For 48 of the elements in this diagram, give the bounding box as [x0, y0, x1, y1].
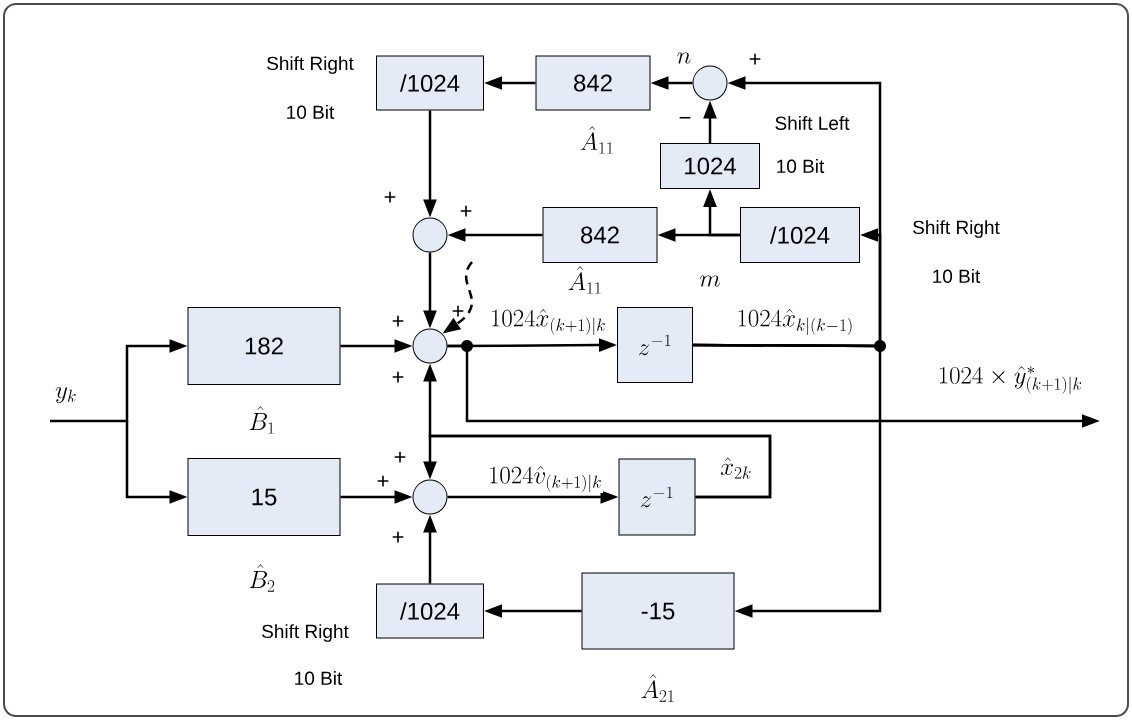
signal-arrow [693, 343, 882, 618]
coefficient-label: $\hat{A}_{11}$ [580, 126, 613, 154]
annotation-text: 10 Bit [287, 105, 335, 119]
sign-label: + [394, 451, 406, 463]
sign-label: + [392, 371, 404, 383]
sign-label: + [392, 531, 404, 543]
annotation-text: Shift Right [913, 220, 1000, 238]
shift-block: /1024 [376, 55, 484, 111]
sign-label: + [392, 315, 404, 327]
coefficient-label: $\hat{B}_{2}$ [249, 564, 275, 592]
signal-arrow [423, 434, 772, 499]
sign-label: + [384, 191, 396, 203]
signal-label: $1024\hat{x}_{(k+1)|k}$ [488, 308, 608, 336]
coefficient-label: $\hat{A}_{21}$ [641, 674, 674, 702]
summing-junction [692, 65, 728, 101]
annotation-text: 10 Bit [295, 671, 343, 685]
coefficient-label: $\hat{B}_{1}$ [249, 406, 274, 434]
gain-block: -15 [581, 572, 735, 650]
shift-block: /1024 [376, 583, 484, 639]
signal-label: $y_{k}$ [54, 386, 78, 404]
gain-block: 15 [187, 458, 341, 536]
annotation-text: 10 Bit [777, 159, 825, 173]
summing-junction [412, 328, 448, 364]
delay-block: $z^{-1}$ [617, 307, 693, 383]
signal-label: $1024\times\hat{y}^{*}_{(k+1)|k}$ [936, 365, 1084, 395]
gain-block: 182 [187, 307, 341, 385]
summing-junction [412, 217, 448, 253]
summing-junction [412, 479, 448, 515]
signal-label: $1024\hat{v}_{(k+1)|k}$ [486, 465, 604, 493]
sign-label: − [679, 116, 691, 119]
signal-label: $\hat{x}_{2k}$ [719, 456, 753, 480]
sign-label: + [749, 53, 761, 65]
sign-label: + [460, 205, 472, 217]
delay-block: $z^{-1}$ [618, 458, 696, 536]
gain-block: 842 [542, 207, 658, 263]
shift-block: 1024 [660, 143, 760, 189]
sign-label: + [452, 305, 464, 317]
annotation-text: 10 Bit [933, 269, 981, 283]
gain-block: 842 [535, 55, 651, 111]
sign-label: + [377, 475, 389, 487]
annotation-text: Shift Right [262, 624, 349, 642]
coefficient-label: $\hat{A}_{11}$ [568, 266, 601, 294]
shift-block: /1024 [740, 207, 860, 263]
signal-label: $n$ [675, 51, 693, 65]
annotation-text: Shift Right [267, 56, 354, 74]
signal-label: $m$ [698, 274, 722, 288]
signal-label: $1024\hat{x}_{k|(k-1)}$ [735, 308, 855, 336]
annotation-text: Shift Left [775, 116, 850, 130]
